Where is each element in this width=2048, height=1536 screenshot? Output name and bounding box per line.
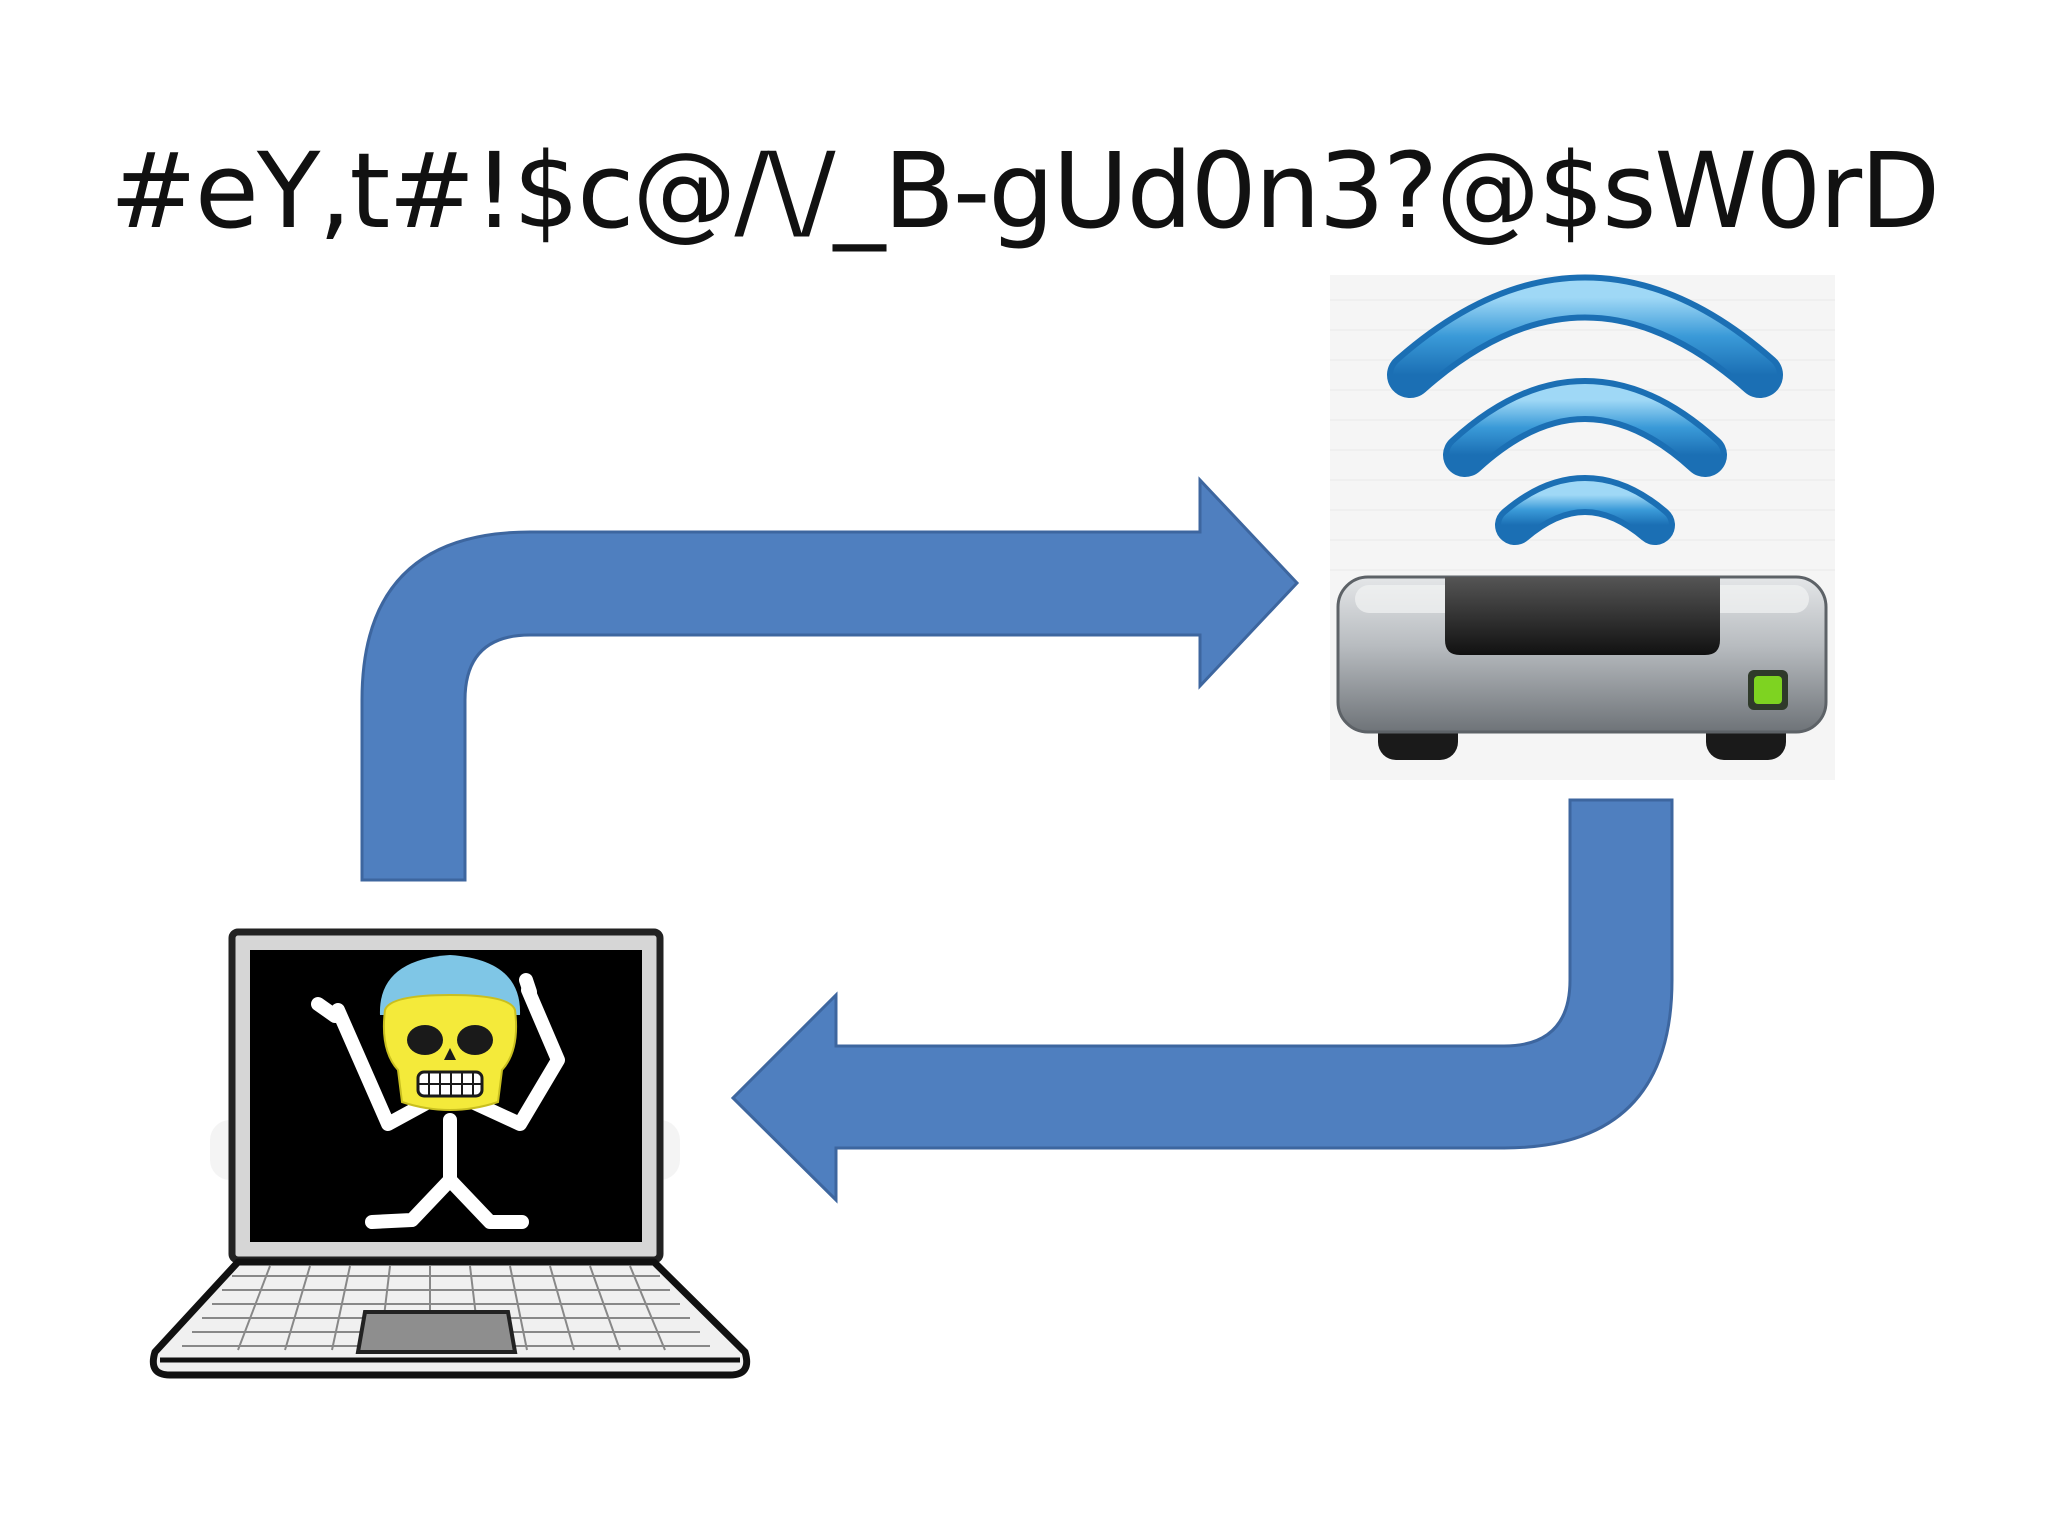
- skull-stick-figure-icon: [311, 955, 565, 1229]
- wifi-router-icon: [1330, 274, 1835, 780]
- router-slot: [1445, 577, 1720, 655]
- slide-title: #eY,t#!$c@/\/_B-gUd0n3?@$sW0rD: [109, 130, 1940, 252]
- router-led: [1754, 676, 1782, 704]
- laptop-trackpad: [355, 1310, 518, 1354]
- arrow-router-to-laptop: [730, 798, 1674, 1204]
- arrow-laptop-to-router: [360, 476, 1300, 882]
